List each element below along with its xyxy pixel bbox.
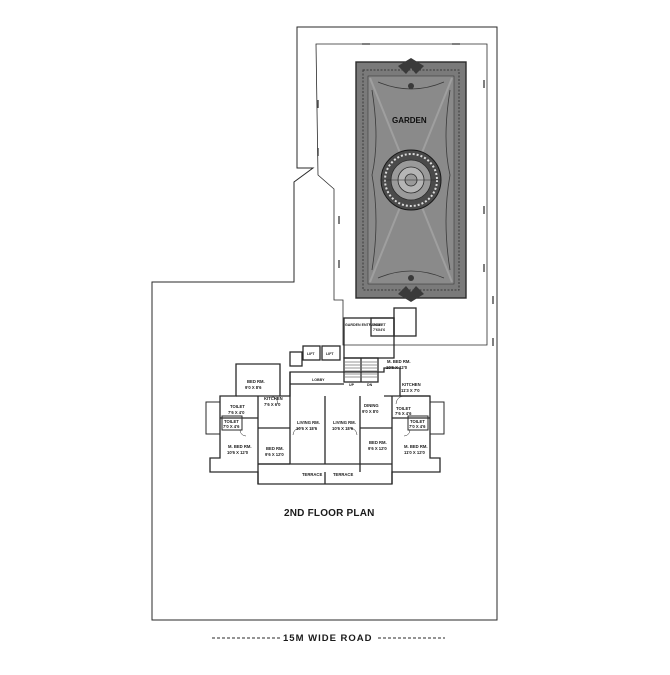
toilet-left-b-label: TOILET	[224, 419, 239, 424]
mbed-right-lower-dim: 11'0 X 12'0	[404, 450, 426, 455]
living-left-dim: 10'6 X 18'6	[296, 426, 318, 431]
lift-b-label: LIFT	[326, 352, 334, 356]
bed-left-label: BED RM.	[247, 379, 265, 384]
kitchen-left-label: KITCHEN	[264, 396, 283, 401]
room-labels: GARDEN ENTRANCE TOILET 7'6X4'6 LIFT LIFT…	[223, 323, 428, 477]
bed-left-lower-label: BED RM.	[266, 446, 284, 451]
setback-line	[315, 43, 488, 346]
toilet-right-b-dim: 7'0 X 4'6	[409, 424, 426, 429]
toilet-top-dim: 7'6X4'6	[373, 328, 385, 332]
stair-dn-label: DN	[367, 383, 373, 387]
garden-label: GARDEN	[392, 116, 427, 125]
road-label: 15M WIDE ROAD	[283, 633, 373, 644]
stair-up-label: UP	[349, 383, 355, 387]
toilet-top-label: TOILET	[373, 323, 387, 327]
dining-dim: 9'0 X 8'0	[362, 409, 379, 414]
bed-left-lower-dim: 9'6 X 12'0	[265, 452, 284, 457]
living-right-label: LIVING RM.	[333, 420, 356, 425]
kitchen-right-dim: 11'3 X 7'0	[401, 388, 420, 393]
side-toilets	[205, 401, 445, 435]
garden: GARDEN	[355, 58, 467, 302]
toilet-right-b-label: TOILET	[410, 419, 425, 424]
mbed-left-dim: 10'6 X 12'0	[227, 450, 249, 455]
garden-entrance-label: GARDEN ENTRANCE	[345, 323, 382, 327]
toilet-right-a-label: TOILET	[396, 406, 411, 411]
bed-left-dim: 9'0 X 8'6	[245, 385, 262, 390]
toilet-left-b-dim: 7'0 X 4'6	[223, 424, 240, 429]
terrace-right-label: TERRACE	[333, 472, 353, 477]
bed-right-label: BED RM.	[369, 440, 387, 445]
mbed-right-dim: 10'6 X 12'0	[386, 365, 408, 370]
kitchen-right-label: KITCHEN	[402, 382, 421, 387]
plot-boundary	[151, 26, 498, 621]
plan-title: 2ND FLOOR PLAN	[284, 508, 375, 519]
setback-marks	[317, 43, 494, 346]
mbed-right-lower-label: M. BED RM.	[404, 444, 428, 449]
building-walls	[209, 307, 441, 485]
mbed-left-label: M. BED RM.	[228, 444, 252, 449]
lobby-label: LOBBY	[312, 378, 325, 382]
terrace-left-label: TERRACE	[302, 472, 322, 477]
door-swings	[239, 395, 411, 437]
bed-right-dim: 9'6 X 12'0	[368, 446, 387, 451]
lift-a-label: LIFT	[307, 352, 315, 356]
dining-label: DINING	[364, 403, 379, 408]
living-right-dim: 10'6 X 18'6	[332, 426, 354, 431]
toilet-right-a-dim: 7'6 X 4'6	[395, 411, 412, 416]
toilet-left-a-label: TOILET	[230, 404, 245, 409]
mbed-right-label: M. BED RM.	[387, 359, 411, 364]
toilet-left-a-dim: 7'6 X 4'0	[228, 410, 245, 415]
living-left-label: LIVING RM.	[297, 420, 320, 425]
stair-treads	[345, 361, 377, 378]
kitchen-left-dim: 7'6 X 6'0	[264, 402, 281, 407]
